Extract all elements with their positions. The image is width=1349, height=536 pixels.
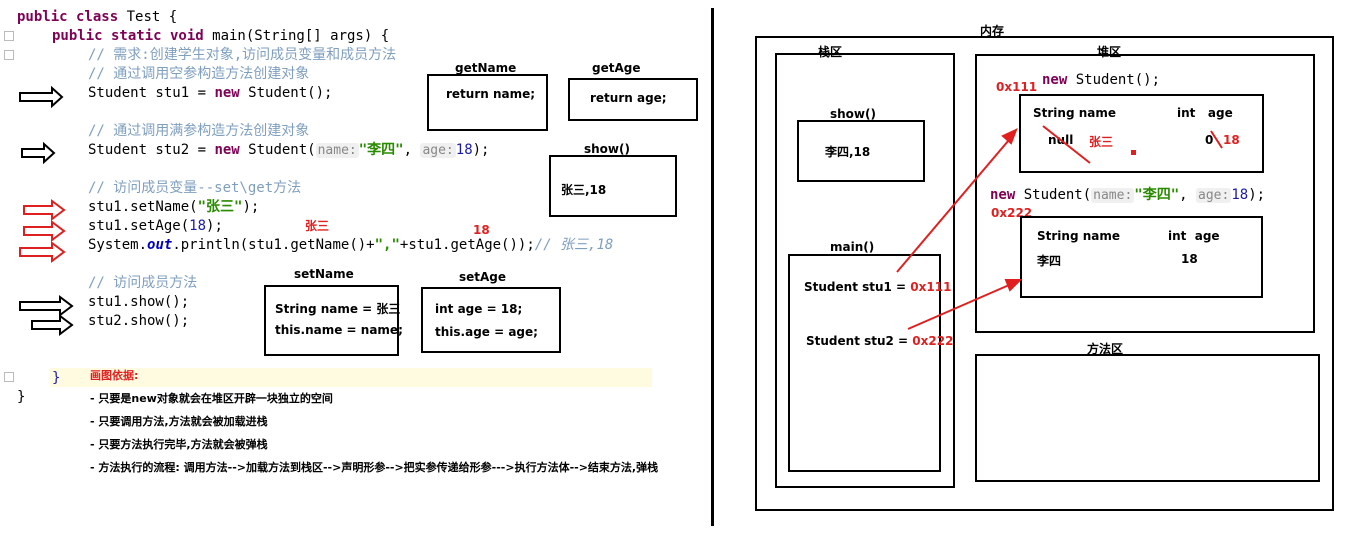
getage-title: getAge <box>592 61 641 75</box>
obj1-constructor: new Student(); <box>1042 72 1161 88</box>
obj1-box: String name int age null 张三 0 18 <box>1019 94 1264 173</box>
arrowhead-icon <box>1004 279 1023 292</box>
black-arrow-icon <box>19 85 64 109</box>
code-comment-4: // 访问成员变量--set\get方法 <box>88 180 302 196</box>
code-comment-1: // 需求:创建学生对象,访问成员变量和成员方法 <box>88 47 397 63</box>
code-line-1: public class Test { <box>17 9 178 25</box>
obj1-name-value: 张三 <box>1089 135 1114 149</box>
current-line-highlight <box>50 368 652 387</box>
stack-show-frame-title: show() <box>830 107 876 121</box>
obj1-zero-value: 0 <box>1205 133 1214 147</box>
stu2-ref: Student stu2 = 0x222 <box>806 334 954 348</box>
note-2: - 只要调用方法,方法就会被加载进栈 <box>90 415 268 428</box>
code-line-println: System.out.println(stu1.getName()+","+st… <box>88 237 614 253</box>
code-comment-3: // 通过调用满参构造方法创建对象 <box>88 123 310 139</box>
fold-marker[interactable] <box>4 50 14 60</box>
fold-marker[interactable] <box>4 372 14 382</box>
getname-body: return name; <box>446 87 536 101</box>
arrow-annotations <box>19 85 74 336</box>
memory-box <box>755 36 1334 511</box>
code-close-outer: } <box>17 389 26 405</box>
heap-label: 堆区 <box>1097 45 1122 59</box>
obj1-field-name: String name <box>1033 106 1117 120</box>
setname-line-1: String name = 张三 <box>275 302 401 316</box>
code-panel: public class Test { public static void m… <box>4 9 698 474</box>
stack-show-frame: 李四,18 <box>797 120 925 182</box>
strike-null <box>1042 125 1091 164</box>
heap-area <box>975 54 1315 333</box>
note-1: - 只要是new对象就会在堆区开辟一块独立的空间 <box>90 392 333 405</box>
getage-box: return age; <box>568 78 698 121</box>
getname-title: getName <box>455 61 517 75</box>
stu1-ref: Student stu1 = 0x111 <box>804 280 952 294</box>
stu2-arrow <box>907 281 1017 330</box>
method-area-label: 方法区 <box>1087 342 1124 356</box>
stu1-arrow <box>896 133 1015 273</box>
stack-show-frame-body: 李四,18 <box>825 145 871 159</box>
red-arrow-icon <box>23 220 66 242</box>
method-area <box>975 354 1320 482</box>
code-line-2: public static void main(String[] args) { <box>52 28 390 44</box>
obj2-constructor: new Student(name:"李四", age:18); <box>990 187 1266 203</box>
black-arrow-icon <box>21 141 56 165</box>
red-arrow-icon <box>19 241 66 263</box>
note-3: - 只要方法执行完毕,方法就会被弹栈 <box>90 438 268 451</box>
setage-line-1: int age = 18; <box>435 302 523 316</box>
code-comment-2: // 通过调用空参构造方法创建对象 <box>88 66 310 82</box>
setname-title: setName <box>294 267 354 281</box>
obj1-addr: 0x111 <box>996 80 1038 94</box>
code-line-stu2: Student stu2 = new Student(name:"李四", ag… <box>88 142 490 158</box>
code-line-setname: stu1.setName("张三"); <box>88 199 260 215</box>
black-arrow-icon <box>31 314 74 336</box>
obj1-age-value: 18 <box>1223 133 1240 147</box>
black-arrow-icon <box>19 295 74 317</box>
getname-box: return name; <box>427 74 548 131</box>
fold-marker[interactable] <box>4 31 14 41</box>
show-title: show() <box>584 142 630 156</box>
obj1-field-age: int age <box>1177 106 1233 120</box>
setname-box: String name = 张三 this.name = name; <box>264 285 403 356</box>
red-annotation-18: 18 <box>473 223 490 237</box>
setage-box: int age = 18; this.age = age; <box>421 287 561 353</box>
code-comment-5: // 访问成员方法 <box>88 275 198 291</box>
obj2-field-age: int age <box>1168 229 1220 243</box>
setage-title: setAge <box>459 270 507 284</box>
getage-body: return age; <box>590 91 667 105</box>
red-arrow-icon <box>23 199 66 221</box>
code-line-stu1: Student stu1 = new Student(); <box>88 85 333 101</box>
show-box: 张三,18 <box>549 155 677 217</box>
code-line-show1: stu1.show(); <box>88 294 190 310</box>
obj2-box: String name int age 李四 18 <box>1020 216 1263 298</box>
note-4: - 方法执行的流程: 调用方法-->加载方法到栈区-->声明形参-->把实参传递… <box>90 461 659 474</box>
obj1-null-value: null <box>1048 133 1074 147</box>
code-line-setage: stu1.setAge(18); <box>88 218 223 234</box>
panel-divider <box>711 8 714 526</box>
stack-label: 栈区 <box>818 45 843 59</box>
code-line-show2: stu2.show(); <box>88 313 190 329</box>
obj2-name-value: 李四 <box>1037 254 1062 268</box>
code-close-inner: } <box>52 370 61 386</box>
red-annotation-zhangsan: 张三 <box>305 219 330 233</box>
strike-zero <box>1210 130 1223 149</box>
stack-area <box>775 53 955 488</box>
red-dot <box>1131 150 1136 155</box>
show-body: 张三,18 <box>561 183 607 197</box>
setage-line-2: this.age = age; <box>435 325 538 339</box>
stack-main-frame: Student stu1 = 0x111 Student stu2 = 0x22… <box>788 254 953 472</box>
arrowhead-icon <box>1001 128 1018 145</box>
stack-main-frame-title: main() <box>830 240 875 254</box>
obj2-field-name: String name <box>1037 229 1121 243</box>
memory-title: 内存 <box>980 24 1005 38</box>
notes-title: 画图依据: <box>90 369 139 382</box>
obj2-age-value: 18 <box>1181 252 1198 266</box>
obj2-addr: 0x222 <box>991 206 1033 220</box>
setname-line-2: this.name = name; <box>275 323 403 337</box>
